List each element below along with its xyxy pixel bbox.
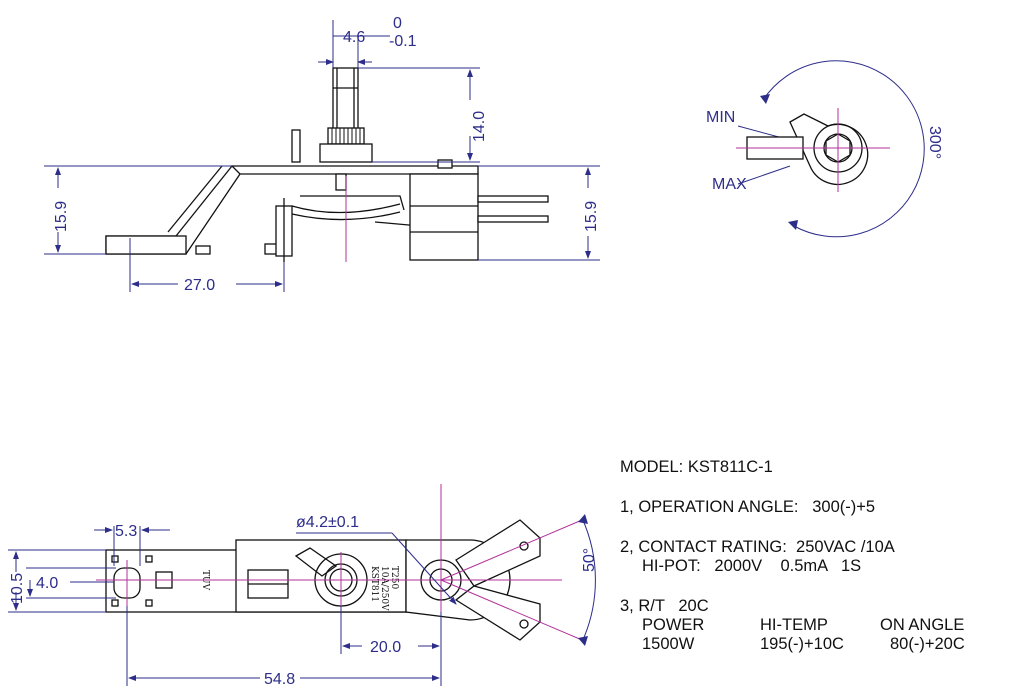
dial-view: MIN MAX 300° — [706, 60, 943, 238]
dim-plate-width: 10.5 — [9, 573, 26, 604]
spec-value-on-angle: 80(-)+20C — [890, 635, 965, 653]
dim-bracket-length: 27.0 — [184, 277, 215, 294]
spec-hipot: HI-POT: 2000V 0.5mA 1S — [642, 557, 862, 575]
dim-terminal-angle: 50° — [581, 548, 598, 572]
bottom-plan-view: TUV KST811 10A/250V T250 5.3 — [8, 484, 598, 688]
dim-shaft-dia: 4.6 — [343, 29, 365, 46]
dim-hole-dia: 4.0 — [36, 575, 58, 592]
dim-right-height: 15.9 — [583, 201, 600, 232]
stamp-rating: 10A/250V — [379, 566, 389, 611]
spec-operation-angle: 1, OPERATION ANGLE: 300(-)+5 — [620, 498, 876, 516]
dial-label-range: 300° — [926, 126, 943, 159]
spec-value-power: 1500W — [642, 635, 695, 653]
dim-shaft-tol-upper: 0 — [393, 15, 402, 32]
dim-total-length: 54.8 — [264, 671, 295, 688]
stamp-model: KST811 — [369, 566, 379, 602]
dim-center-hole: ø4.2±0.1 — [296, 514, 359, 531]
spec-header-power: POWER — [642, 616, 705, 634]
spec-header-hi-temp: HI-TEMP — [760, 616, 828, 634]
dim-shaft-height: 14.0 — [471, 111, 488, 142]
top-side-view: 4.6 0 -0.1 14.0 15.9 15.9 27.0 — [44, 15, 600, 294]
spec-header-on-angle: ON ANGLE — [880, 616, 965, 634]
dim-shaft-tol-lower: -0.1 — [389, 33, 417, 50]
dim-slot-width: 5.3 — [115, 523, 137, 540]
dial-label-max: MAX — [712, 176, 747, 193]
spec-table-header-row: POWER HI-TEMP ON ANGLE — [620, 616, 1020, 635]
spec-block: MODEL: KST811C-1 1, OPERATION ANGLE: 300… — [620, 458, 1020, 654]
dim-hole-spacing: 20.0 — [370, 639, 401, 656]
spec-rt: 3, R/T 20C — [620, 597, 709, 615]
spec-model: MODEL: KST811C-1 — [620, 458, 773, 476]
stamp-t: T250 — [389, 566, 399, 589]
dim-left-height: 15.9 — [53, 201, 70, 232]
spec-contact-rating: 2, CONTACT RATING: 250VAC /10A — [620, 538, 895, 556]
spec-table-value-row: 1500W 195(-)+10C 80(-)+20C — [620, 635, 1020, 654]
dial-label-min: MIN — [706, 109, 735, 126]
spec-value-hi-temp: 195(-)+10C — [760, 635, 844, 653]
